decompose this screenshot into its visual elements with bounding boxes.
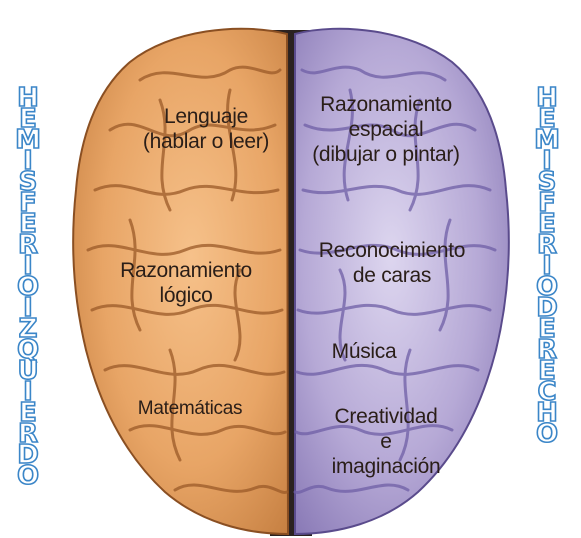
region-spatial-reasoning-line2: espacial xyxy=(312,117,460,142)
region-music-line1: Música xyxy=(332,339,397,364)
region-spatial-reasoning: Razonamiento espacial (dibujar o pintar) xyxy=(312,92,460,167)
region-language-line2: (hablar o leer) xyxy=(143,129,269,154)
region-logical-reasoning: Razonamiento lógico xyxy=(120,258,252,308)
region-face-recognition: Reconocimiento de caras xyxy=(319,238,465,288)
region-mathematics-line1: Matemáticas xyxy=(138,396,242,421)
left-hemisphere-label: HEMISFERIOIZQUIERDO xyxy=(8,88,48,487)
region-spatial-reasoning-line1: Razonamiento xyxy=(312,92,460,117)
region-creativity-line1: Creatividad xyxy=(332,404,441,429)
region-creativity-line3: imaginación xyxy=(332,454,441,479)
region-logical-reasoning-line2: lógico xyxy=(120,283,252,308)
region-creativity-line2: e xyxy=(332,429,441,454)
left-label-letter: O xyxy=(17,466,39,487)
region-language: Lenguaje (hablar o leer) xyxy=(143,104,269,154)
right-label-letter: O xyxy=(536,424,558,445)
region-language-line1: Lenguaje xyxy=(143,104,269,129)
region-face-recognition-line1: Reconocimiento xyxy=(319,238,465,263)
region-music: Música xyxy=(332,339,397,364)
region-creativity: Creatividad e imaginación xyxy=(332,404,441,479)
region-face-recognition-line2: de caras xyxy=(319,263,465,288)
right-hemisphere-label: HEMISFERIODERECHO xyxy=(527,88,567,445)
region-logical-reasoning-line1: Razonamiento xyxy=(120,258,252,283)
region-spatial-reasoning-line3: (dibujar o pintar) xyxy=(312,142,460,167)
region-mathematics: Matemáticas xyxy=(138,396,242,421)
